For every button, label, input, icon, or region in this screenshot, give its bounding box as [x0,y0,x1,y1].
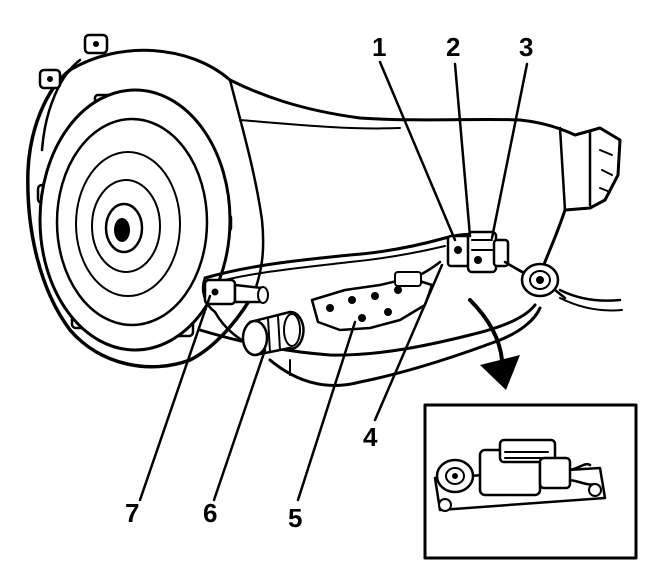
connector-cluster [446,230,510,274]
leader-line-6 [212,348,267,502]
bell-housing-sensor [203,278,269,306]
callout-label-3: 3 [519,32,533,62]
solenoid [241,310,305,357]
leader-line-7 [138,294,212,502]
callout-label-1: 1 [372,32,386,62]
callout-labels: 1 2 3 4 5 6 7 [125,32,533,533]
callout-label-5: 5 [288,503,302,533]
callout-label-4: 4 [363,422,378,452]
leader-line-1 [378,60,457,242]
transmission-case [68,48,622,388]
leader-line-4 [373,263,444,422]
leader-line-3 [490,62,529,240]
detail-inset [423,403,638,560]
callout-label-6: 6 [203,498,217,528]
leader-lines [138,60,529,502]
leader-line-2 [453,62,472,238]
inset-connector-detail [433,438,607,512]
inset-pointer-arrow [468,298,520,390]
torque-converter [38,88,232,352]
leader-line-5 [296,320,357,502]
callout-label-7: 7 [125,498,139,528]
callout-label-2: 2 [446,32,460,62]
speed-sensor [503,260,567,300]
pressure-switch-manifold [310,271,434,332]
